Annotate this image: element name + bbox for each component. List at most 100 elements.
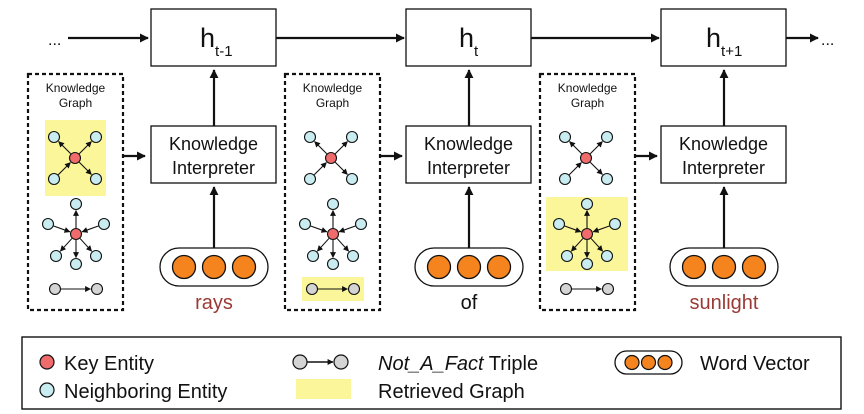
graph-edge bbox=[334, 141, 348, 155]
step-sunlight: Knowledge Graph Knowledge Interpreter su… bbox=[538, 69, 787, 314]
step-of: Knowledge Graph Knowledge Interpreter of bbox=[283, 69, 532, 314]
neighbor-entity-node bbox=[47, 130, 61, 144]
neighbor-entity-node bbox=[69, 257, 83, 271]
legend-word-vector-dot bbox=[657, 354, 673, 371]
legend-retrieved-graph-label: Retrieved Graph bbox=[378, 381, 525, 403]
word-label-rays: rays bbox=[195, 292, 233, 314]
not-a-fact-triple bbox=[305, 282, 361, 296]
key-entity-node bbox=[324, 151, 338, 165]
graph-edge bbox=[58, 141, 72, 155]
legend-neighbor-entity-swatch bbox=[39, 382, 55, 398]
not-a-fact-node bbox=[90, 282, 104, 296]
graph-edge bbox=[592, 225, 610, 233]
neighbor-entity-node bbox=[558, 172, 572, 186]
neighbor-entity-node bbox=[69, 197, 83, 211]
neighbor-entity-node bbox=[49, 249, 63, 263]
key-entity-node bbox=[326, 227, 340, 241]
ellipsis-left: ... bbox=[48, 32, 61, 49]
not-a-fact-triple bbox=[559, 282, 615, 296]
knowledge-graph-container-2 bbox=[283, 72, 382, 312]
neighbor-entity-node bbox=[558, 130, 572, 144]
knowledge-subgraph-hub bbox=[298, 197, 368, 271]
knowledge-interpreter-label-line2: Interpreter bbox=[682, 158, 765, 178]
knowledge-interpreter-label-line1: Knowledge bbox=[679, 134, 768, 154]
graph-edge bbox=[313, 162, 327, 176]
knowledge-subgraph-hub bbox=[41, 197, 111, 271]
neighbor-entity-node bbox=[303, 130, 317, 144]
neighbor-entity-node bbox=[89, 249, 103, 263]
word-label-sunlight: sunlight bbox=[690, 292, 759, 314]
word-vector-dot bbox=[456, 254, 482, 280]
neighbor-entity-node bbox=[600, 130, 614, 144]
word-vector-dot bbox=[711, 254, 737, 280]
step-rays: Knowledge Graph Knowledge Interpreter ra… bbox=[26, 69, 277, 314]
graph-edge bbox=[310, 225, 328, 233]
graph-edge bbox=[336, 238, 350, 252]
neighbor-entity-node bbox=[41, 217, 55, 231]
legend-word-vector-label: Word Vector bbox=[700, 353, 810, 375]
neighbor-entity-node bbox=[346, 249, 360, 263]
graph-edge bbox=[53, 225, 71, 233]
key-entity-node bbox=[68, 151, 82, 165]
legend-not-a-fact-label: Not_A_Fact Triple bbox=[378, 353, 538, 375]
word-vector-dot bbox=[741, 254, 767, 280]
key-entity-node bbox=[580, 227, 594, 241]
graph-edge bbox=[78, 141, 92, 155]
graph-edge bbox=[316, 238, 330, 252]
ellipsis-right: ... bbox=[821, 32, 834, 49]
graph-edge bbox=[564, 225, 582, 233]
neighbor-entity-node bbox=[298, 217, 312, 231]
knowledge-graph-container-3 bbox=[538, 72, 637, 312]
graph-edge bbox=[314, 141, 328, 155]
knowledge-graph-label-line1: Knowledge bbox=[46, 81, 106, 95]
neighbor-entity-node bbox=[552, 217, 566, 231]
knowledge-interpreter-label-line1: Knowledge bbox=[424, 134, 513, 154]
neighbor-entity-node bbox=[303, 172, 317, 186]
knowledge-subgraph-star bbox=[303, 130, 359, 186]
key-entity-node bbox=[579, 151, 593, 165]
neighbor-entity-node bbox=[326, 257, 340, 271]
word-vector-dot bbox=[231, 254, 257, 280]
hidden-state-label-t: ht bbox=[459, 23, 479, 60]
knowledge-interpreter-label-line2: Interpreter bbox=[427, 158, 510, 178]
neighbor-entity-node bbox=[306, 249, 320, 263]
graph-edge bbox=[570, 238, 584, 252]
word-vector-dot bbox=[681, 254, 707, 280]
legend-key-entity-swatch bbox=[39, 354, 55, 370]
graph-edge bbox=[334, 161, 348, 175]
not-a-fact-node bbox=[559, 282, 573, 296]
legend-not-a-fact-node bbox=[333, 354, 349, 370]
knowledge-graph-label-line1: Knowledge bbox=[303, 81, 363, 95]
not-a-fact-node bbox=[305, 282, 319, 296]
key-entity-node bbox=[69, 227, 83, 241]
legend-neighbor-entity-label: Neighboring Entity bbox=[64, 381, 227, 403]
neighbor-entity-node bbox=[354, 217, 368, 231]
knowledge-graph-container-1 bbox=[26, 72, 125, 312]
neighbor-entity-node bbox=[580, 197, 594, 211]
hidden-state-label-t-minus-1: ht-1 bbox=[200, 23, 233, 60]
graph-edge bbox=[338, 225, 356, 233]
neighbor-entity-node bbox=[600, 249, 614, 263]
knowledge-interpreter-box-3 bbox=[660, 125, 787, 184]
neighbor-entity-node bbox=[97, 217, 111, 231]
neighbor-entity-node bbox=[345, 130, 359, 144]
neighbor-entity-node bbox=[580, 257, 594, 271]
legend-word-vector-dot bbox=[640, 354, 657, 371]
legend-not-a-fact-node bbox=[292, 354, 308, 370]
not-a-fact-node bbox=[601, 282, 615, 296]
knowledge-interpreter-box-2 bbox=[405, 125, 532, 184]
graph-edge bbox=[569, 141, 583, 155]
word-vector-dot bbox=[426, 254, 452, 280]
word-vector-dot bbox=[201, 254, 227, 280]
graph-edge bbox=[589, 141, 603, 155]
neighbor-entity-node bbox=[89, 172, 103, 186]
not-a-fact-node bbox=[48, 282, 62, 296]
graph-edge bbox=[57, 162, 71, 176]
legend: Key Entity Neighboring Entity Not_A_Fact… bbox=[21, 336, 842, 410]
graph-edge bbox=[81, 225, 99, 233]
neighbor-entity-node bbox=[560, 249, 574, 263]
neighbor-entity-node bbox=[600, 172, 614, 186]
knowledge-subgraph-star bbox=[558, 130, 614, 186]
hidden-state-box-t bbox=[405, 8, 532, 67]
